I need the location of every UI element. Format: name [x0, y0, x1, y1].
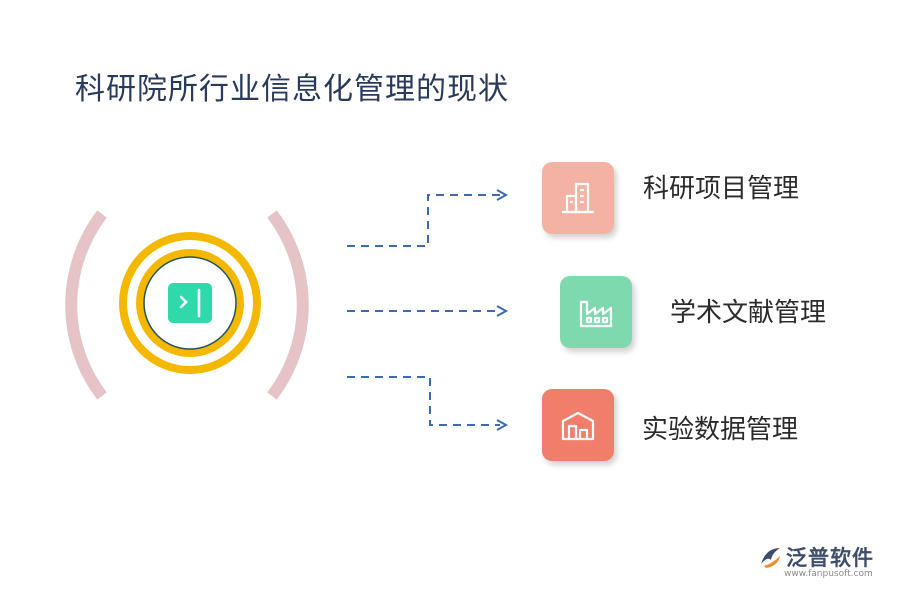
branch-label-experiment-data: 实验数据管理: [642, 415, 799, 445]
arrow-to-research-project: [347, 194, 500, 247]
brand-url: www.fanpusoft.com: [784, 569, 873, 579]
branch-tile-literature: [560, 276, 632, 348]
brand-name: 泛普软件: [786, 546, 874, 570]
building-icon: [562, 182, 594, 214]
left-arc: [65, 210, 107, 400]
branch-label-literature: 学术文献管理: [670, 298, 827, 328]
branch-label-research-project: 科研项目管理: [643, 174, 800, 204]
factory-icon: [579, 300, 613, 328]
brand-logo-icon: [761, 548, 780, 568]
arrowhead-bottom: [496, 419, 509, 431]
outer-ring: [119, 232, 261, 374]
brand-watermark: 泛普软件 www.fanpusoft.com: [758, 542, 888, 586]
center-tile: [168, 283, 212, 323]
arrowhead-middle: [496, 305, 509, 317]
branch-tile-experiment-data: [542, 389, 614, 461]
warehouse-icon: [561, 411, 595, 441]
branch-tile-research-project: [542, 162, 614, 234]
panel-toggle-icon: [179, 288, 201, 318]
arrow-to-experiment-data: [347, 376, 500, 426]
arrowhead-top: [496, 189, 509, 201]
page-title: 科研院所行业信息化管理的现状: [75, 72, 509, 107]
right-arc: [267, 210, 309, 400]
